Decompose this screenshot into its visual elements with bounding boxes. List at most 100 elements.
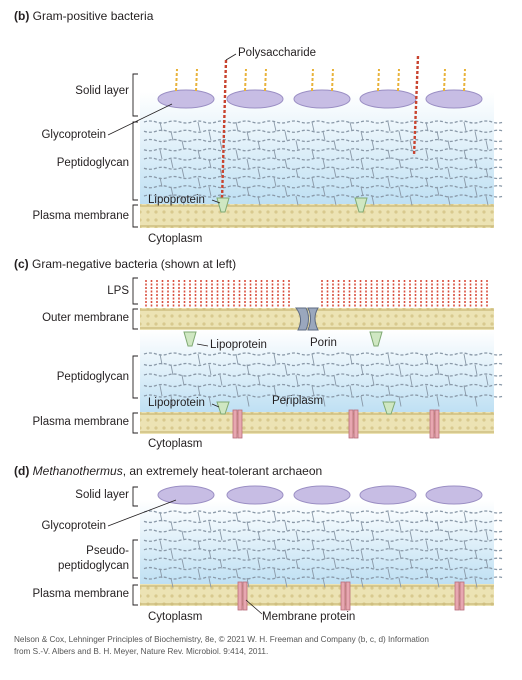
peptide-crosslink [322, 521, 326, 531]
peptide-crosslink [284, 158, 288, 169]
peptide-crosslink [425, 385, 429, 397]
peptide-crosslink [219, 140, 223, 150]
panel-c-lps [145, 280, 488, 308]
panel-b-leader-glycoprotein [107, 103, 173, 136]
panel-d-solid-layer [157, 485, 483, 505]
peptide-crosslink [181, 530, 185, 541]
peptide-crosslink [474, 364, 478, 376]
peptide-crosslink [360, 131, 364, 141]
peptide-crosslink [322, 395, 326, 407]
peptide-crosslink [371, 374, 375, 386]
credit-line-1: Nelson & Cox, Lehninger Principles of Bi… [14, 635, 429, 644]
peptide-crosslink [485, 140, 489, 150]
peptide-crosslink [463, 149, 467, 160]
peptide-crosslink [485, 530, 489, 541]
peptide-crosslink [349, 177, 353, 187]
panel-c-peptidoglycan-strands [143, 352, 505, 407]
panel-b-polysaccharide-2 [412, 55, 420, 157]
peptide-crosslink [485, 559, 489, 569]
panel-b-leader-polysaccharide [225, 53, 237, 61]
peptide-crosslink [463, 177, 467, 187]
panel-d-label-membrane-protein: Membrane protein [262, 611, 356, 623]
peptide-crosslink [311, 121, 315, 132]
panel-b-glycoprotein-sugars [175, 68, 466, 92]
peptide-crosslink [349, 385, 353, 397]
peptide-crosslink [197, 511, 201, 522]
peptide-crosslink [360, 395, 364, 407]
peptide-crosslink [322, 549, 326, 560]
peptidoglycan-strand [143, 157, 505, 161]
panel-c-bracket-lps [132, 277, 138, 305]
panel-c-label-lps: LPS [107, 285, 129, 297]
peptide-crosslink [311, 149, 315, 160]
panel-b-label-cytoplasm: Cytoplasm [148, 233, 203, 245]
peptidoglycan-strand [143, 185, 505, 189]
peptide-crosslink [436, 549, 440, 560]
peptide-crosslink [219, 530, 223, 541]
peptide-crosslink [235, 511, 239, 522]
panel-d-label-peptidoglycan: peptidoglycan [58, 560, 129, 572]
glycoprotein-ellipse [293, 89, 351, 109]
peptide-crosslink [170, 364, 174, 376]
glycan-chain [175, 68, 178, 92]
peptide-crosslink [387, 568, 391, 579]
panel-c-label-periplasm: Periplasm [272, 395, 324, 407]
peptide-crosslink [333, 530, 337, 541]
peptide-crosslink [398, 577, 402, 588]
panel-d-label-glycoprotein: Glycoprotein [41, 520, 106, 532]
peptidoglycan-strand [143, 538, 505, 542]
peptide-crosslink [257, 559, 261, 569]
peptide-crosslink [333, 559, 337, 569]
peptide-crosslink [197, 385, 201, 397]
peptide-crosslink [311, 177, 315, 187]
peptide-crosslink [208, 131, 212, 141]
panel-d-membrane-proteins [237, 581, 465, 611]
peptide-crosslink [371, 530, 375, 541]
peptide-crosslink [474, 521, 478, 531]
peptide-crosslink [485, 374, 489, 386]
glycoprotein-ellipse [293, 485, 351, 505]
peptide-crosslink [322, 364, 326, 376]
peptidoglycan-strand [143, 138, 505, 143]
glycan-chain [397, 68, 400, 92]
peptide-crosslink [284, 549, 288, 560]
peptide-crosslink [371, 195, 375, 206]
peptide-crosslink [284, 521, 288, 531]
peptide-crosslink [371, 140, 375, 150]
peptide-crosslink [360, 186, 364, 197]
peptide-crosslink [349, 353, 353, 365]
peptidoglycan-strand [143, 166, 505, 170]
panel-d-plasma-membrane [140, 584, 494, 606]
glycoprotein-ellipse [359, 89, 417, 109]
peptide-crosslink [349, 540, 353, 550]
peptide-crosslink [436, 158, 440, 169]
peptide-crosslink [170, 577, 174, 588]
peptide-crosslink [371, 559, 375, 569]
peptidoglycan-strand [143, 548, 505, 552]
peptide-crosslink [235, 121, 239, 132]
panel-b-graphic [107, 53, 505, 228]
peptide-crosslink [181, 140, 185, 150]
peptide-crosslink [235, 177, 239, 187]
peptide-crosslink [273, 177, 277, 187]
panel-b-peptidoglycan-strands [143, 120, 505, 206]
panel-c-heading: (c) Gram-negative bacteria (shown at lef… [14, 257, 237, 271]
peptide-crosslink [447, 374, 451, 386]
panel-b-polysaccharide-1 [220, 59, 228, 201]
peptidoglycan-strand [143, 383, 505, 388]
panel-c-bracket-pm [132, 412, 138, 434]
peptide-crosslink [273, 385, 277, 397]
peptide-crosslink [246, 158, 250, 169]
peptide-crosslink [425, 149, 429, 160]
peptide-crosslink [311, 511, 315, 522]
peptide-crosslink [447, 168, 451, 178]
peptide-crosslink [398, 395, 402, 407]
glycan-chain [264, 68, 267, 92]
panel-b-plasma-membrane [140, 204, 494, 228]
peptide-crosslink [474, 395, 478, 407]
peptide-crosslink [409, 374, 413, 386]
glycoprotein-ellipse [226, 485, 284, 505]
peptide-crosslink [295, 374, 299, 386]
peptide-crosslink [333, 195, 337, 206]
peptide-crosslink [447, 140, 451, 150]
